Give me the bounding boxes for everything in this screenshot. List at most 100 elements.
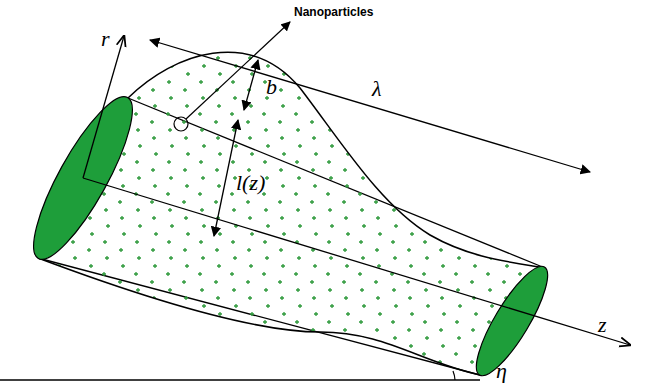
- nanoparticle-dot: [519, 240, 523, 244]
- nanoparticle-dot: [138, 64, 142, 68]
- nanoparticle-dot: [168, 128, 172, 132]
- nanoparticle-dot: [488, 128, 492, 132]
- nanoparticle-dot: [234, 144, 238, 148]
- angle-arc: [453, 371, 455, 380]
- nanoparticle-dot: [343, 328, 347, 332]
- nanoparticle-dot: [294, 352, 298, 356]
- nanoparticle-dot: [473, 264, 477, 268]
- nanoparticle-dot: [102, 352, 106, 356]
- nanoparticle-dot: [279, 88, 283, 92]
- nanoparticle-dot: [198, 272, 202, 276]
- nanoparticle-dot: [314, 152, 318, 156]
- nanoparticle-dot: [54, 120, 58, 124]
- z-axis: [83, 178, 630, 345]
- nanoparticle-dot: [218, 152, 222, 156]
- nanoparticle-dot: [199, 80, 203, 84]
- nanoparticle-dot: [470, 200, 474, 204]
- nanoparticle-dot: [505, 104, 509, 108]
- nanoparticle-dot: [122, 312, 126, 316]
- nanoparticle-dot: [326, 272, 330, 276]
- nanoparticle-dot: [343, 248, 347, 252]
- nanoparticle-dot: [519, 80, 523, 84]
- nanoparticle-dot: [313, 264, 317, 268]
- nanoparticle-dot: [249, 344, 253, 348]
- nanoparticle-dot: [442, 312, 446, 316]
- nanoparticle-dot: [426, 144, 430, 148]
- nanoparticle-dot: [423, 240, 427, 244]
- nanoparticle-dot: [326, 192, 330, 196]
- axis-label: z: [598, 314, 607, 336]
- nanoparticle-dot: [216, 296, 220, 300]
- nanoparticle-dot: [200, 288, 204, 292]
- nanoparticle-dot: [360, 208, 364, 212]
- nanoparticle-dot: [441, 104, 445, 108]
- nanoparticle-dot: [343, 88, 347, 92]
- nanoparticle-dot: [184, 296, 188, 300]
- nanoparticle-dot: [345, 184, 349, 188]
- nanoparticle-dot: [470, 40, 474, 44]
- nanoparticle-dot: [442, 72, 446, 76]
- nanoparticle-dot: [473, 104, 477, 108]
- nanoparticle-dot: [198, 192, 202, 196]
- nanoparticle-dot: [438, 40, 442, 44]
- nanoparticle-dot: [345, 104, 349, 108]
- nanoparticle-dot: [119, 168, 123, 172]
- nanoparticle-dot: [249, 104, 253, 108]
- nanoparticle-dot: [536, 376, 540, 380]
- nanoparticle-dot: [310, 40, 314, 44]
- nanoparticle-dot: [394, 144, 398, 148]
- nanoparticle-dot: [120, 216, 124, 220]
- nanoparticle-dot: [89, 264, 93, 268]
- nanoparticle-dot: [298, 144, 302, 148]
- nanoparticle-dot: [406, 120, 410, 124]
- nanoparticle-dot: [246, 360, 250, 364]
- nanoparticle-dot: [198, 352, 202, 356]
- nanoparticle-dot: [518, 192, 522, 196]
- nanoparticle-dot: [231, 160, 235, 164]
- nanoparticle-dot: [391, 80, 395, 84]
- nanoparticle-dot: [409, 184, 413, 188]
- nanoparticle-dot: [330, 64, 334, 68]
- nanoparticle-dot: [310, 200, 314, 204]
- nanoparticle-dot: [522, 224, 526, 228]
- nanoparticle-dot: [89, 344, 93, 348]
- nanoparticle-dot: [280, 296, 284, 300]
- nanoparticle-dot: [281, 104, 285, 108]
- nanoparticle-dot: [503, 168, 507, 172]
- nanoparticle-dot: [538, 232, 542, 236]
- nanoparticle-dot: [71, 80, 75, 84]
- nanoparticle-dot: [454, 112, 458, 116]
- nanoparticle-dot: [40, 128, 44, 132]
- nanoparticle-dot: [279, 248, 283, 252]
- nanoparticle-dot: [42, 304, 46, 308]
- nanoparticle-dot: [266, 304, 270, 308]
- nanoparticle-dot: [424, 128, 428, 132]
- nanoparticle-dot: [345, 344, 349, 348]
- nanoparticle-dot: [329, 96, 333, 100]
- nanoparticle-dot: [103, 240, 107, 244]
- nanoparticle-dot: [134, 272, 138, 276]
- nanoparticle-dot: [378, 72, 382, 76]
- nanoparticle-dot: [442, 232, 446, 236]
- nanoparticle-dot: [551, 80, 555, 84]
- r-axis: [83, 36, 124, 178]
- cylinder-line: [38, 258, 480, 375]
- nanoparticle-dot: [297, 256, 301, 260]
- nanoparticle-dot: [39, 320, 43, 324]
- outlet-face: [465, 258, 559, 384]
- nanoparticle-dot: [265, 256, 269, 260]
- nanoparticle-dot: [279, 168, 283, 172]
- nanoparticle-dot: [121, 184, 125, 188]
- nanoparticle-dot: [120, 296, 124, 300]
- nanoparticle-dot: [153, 264, 157, 268]
- nanoparticle-dot: [183, 248, 187, 252]
- nanoparticle-dot: [473, 344, 477, 348]
- nanoparticle-dot: [136, 128, 140, 132]
- nanoparticle-dot: [166, 272, 170, 276]
- wavelength-arrow: [150, 40, 590, 172]
- nanoparticle-dot: [330, 144, 334, 148]
- nanoparticle-dot: [454, 272, 458, 276]
- nanoparticle-dot: [423, 160, 427, 164]
- nanoparticle-dot: [330, 304, 334, 308]
